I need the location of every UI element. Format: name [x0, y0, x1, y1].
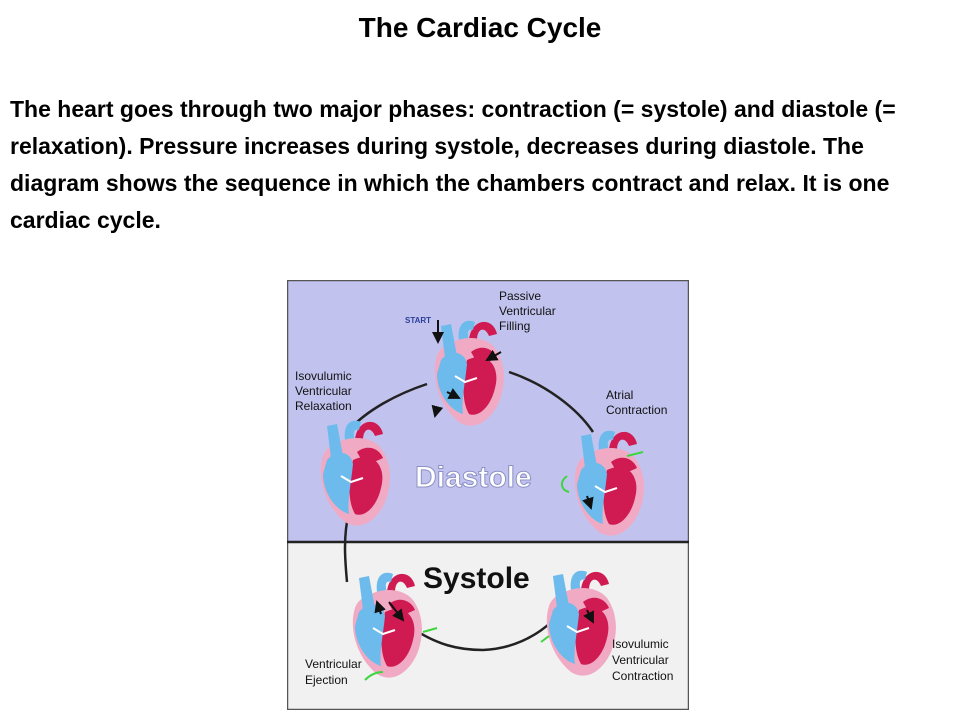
cardiac-cycle-diagram: START Passive Ventricular Filling Atrial…	[287, 280, 689, 710]
label-passive-filling: Passive Ventricular Filling	[499, 289, 556, 333]
slide-title: The Cardiac Cycle	[358, 12, 602, 43]
start-label: START	[405, 316, 431, 325]
svg-text:Passive: Passive	[499, 289, 541, 303]
flow-arrows	[374, 320, 594, 624]
svg-text:Isovulumic: Isovulumic	[612, 637, 669, 651]
svg-text:Filling: Filling	[499, 319, 530, 333]
svg-text:Contraction: Contraction	[606, 403, 667, 417]
phase-label-systole: Systole	[423, 562, 530, 595]
svg-text:Ventricular: Ventricular	[499, 304, 556, 318]
svg-text:Relaxation: Relaxation	[295, 399, 352, 413]
svg-text:Ejection: Ejection	[305, 673, 348, 687]
svg-text:Ventricular: Ventricular	[612, 653, 669, 667]
slide-body-text: The heart goes through two major phases:…	[10, 96, 896, 233]
phase-label-diastole: Diastole	[415, 461, 532, 494]
green-flow-arrows	[364, 451, 644, 681]
svg-text:Contraction: Contraction	[612, 669, 673, 683]
label-ventricular-ejection: Ventricular Ejection	[305, 657, 362, 687]
svg-text:Ventricular: Ventricular	[295, 384, 352, 398]
label-isovolumic-contraction: Isovulumic Ventricular Contraction	[612, 637, 673, 683]
label-isovolumic-relaxation: Isovulumic Ventricular Relaxation	[295, 369, 352, 413]
svg-text:Isovulumic: Isovulumic	[295, 369, 352, 383]
svg-text:Atrial: Atrial	[606, 388, 633, 402]
svg-text:Ventricular: Ventricular	[305, 657, 362, 671]
label-atrial-contraction: Atrial Contraction	[606, 388, 667, 417]
